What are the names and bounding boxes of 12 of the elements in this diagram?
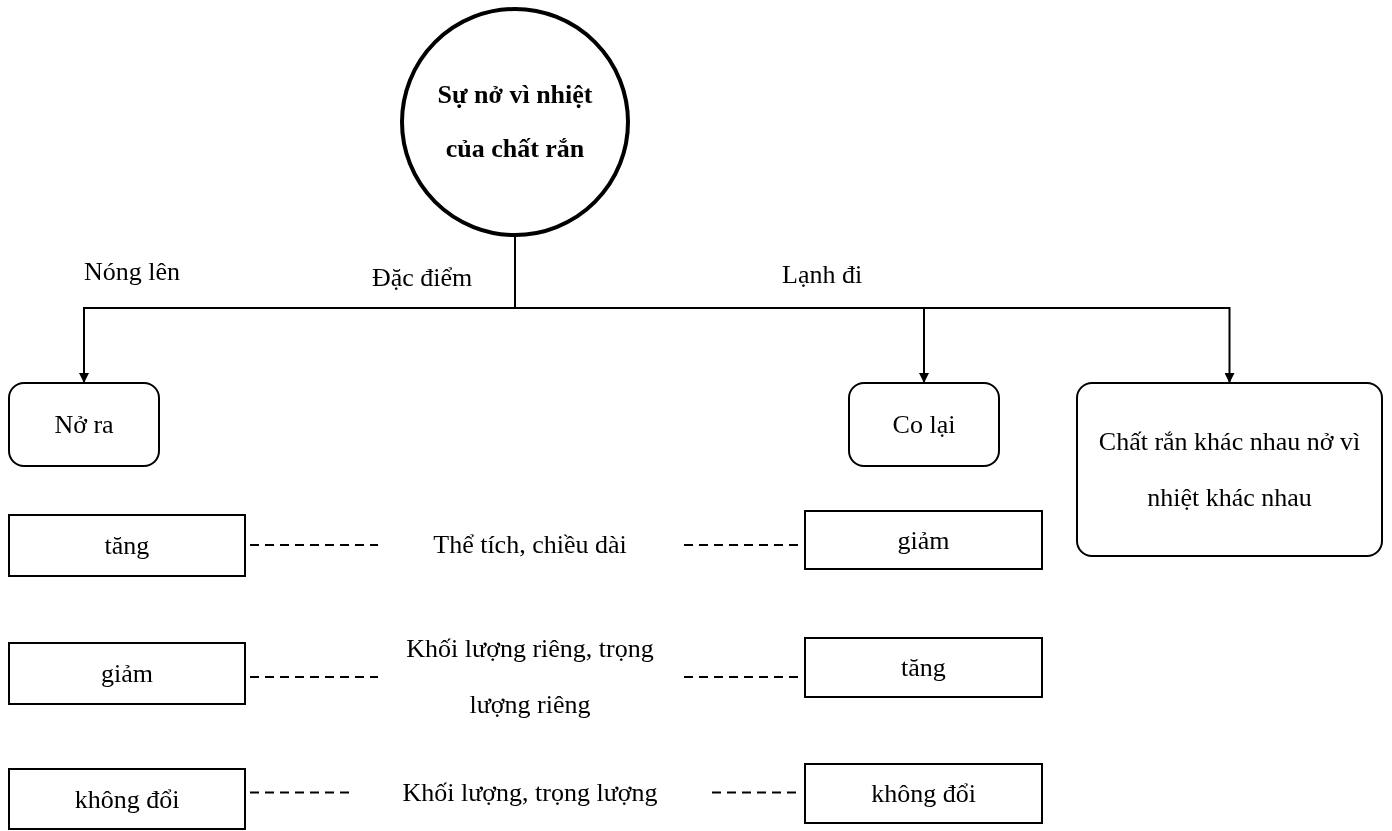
dashed-line [249,791,351,794]
rounded-box: Chất rắn khác nhau nở vì nhiệt khác nhau [1076,382,1383,557]
value-box: tăng [804,637,1043,698]
dashed-line [249,676,379,678]
value-box: giảm [8,642,246,705]
value-box: không đổi [8,768,246,830]
dashed-line [249,544,379,546]
rounded-box: Co lại [848,382,1000,467]
value-box: giảm [804,510,1043,570]
rounded-box: Nở ra [8,382,160,467]
value-box: không đổi [804,763,1043,824]
value-box: tăng [8,514,246,577]
